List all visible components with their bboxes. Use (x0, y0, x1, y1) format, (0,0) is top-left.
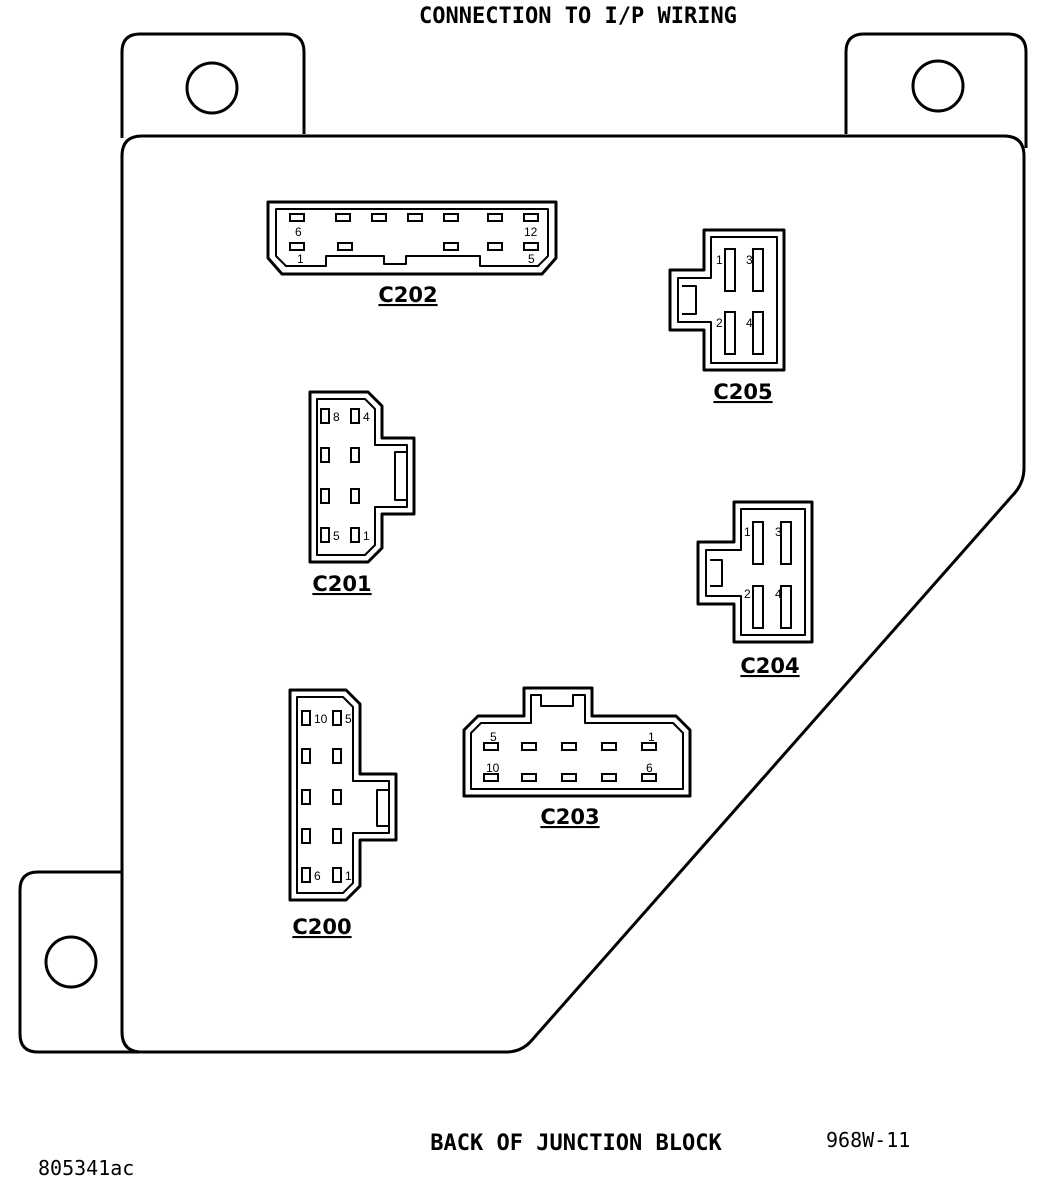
terminal (332, 867, 342, 883)
terminal (371, 213, 387, 222)
mounting-tab-bottom-left (18, 870, 140, 1054)
mounting-hole-icon (911, 59, 965, 113)
mounting-tab-top-left (120, 32, 306, 138)
terminal (443, 242, 459, 251)
terminal (561, 742, 577, 751)
pin-number: 5 (490, 730, 497, 744)
image-id: 805341ac (38, 1156, 134, 1180)
terminal (752, 248, 764, 292)
pin-number: 2 (744, 587, 751, 601)
pin-number: 5 (345, 712, 352, 726)
connector-label: C204 (740, 654, 799, 678)
terminal (641, 773, 657, 782)
pin-number: 6 (646, 761, 653, 775)
terminal (301, 710, 311, 726)
terminal (320, 488, 330, 504)
terminal (443, 213, 459, 222)
terminal (601, 742, 617, 751)
connector-c205: 1 3 2 4 C205 (668, 228, 786, 404)
pin-number: 2 (716, 316, 723, 330)
connector-c204: 1 3 2 4 C204 (696, 500, 814, 678)
pin-number: 1 (744, 525, 751, 539)
terminal (780, 521, 792, 565)
pin-number: 3 (775, 525, 782, 539)
terminal (335, 213, 351, 222)
terminal (752, 521, 764, 565)
terminal (320, 447, 330, 463)
terminal (289, 242, 305, 251)
terminal (752, 311, 764, 355)
header-title: CONNECTION TO I/P WIRING (419, 4, 737, 29)
terminal (641, 742, 657, 751)
connector-label: C201 (312, 572, 371, 596)
connector-label: C203 (540, 805, 599, 829)
pin-number: 4 (775, 587, 782, 601)
connector-c200: 10 5 6 1 C200 (288, 688, 398, 939)
terminal (301, 748, 311, 764)
terminal (289, 213, 305, 222)
pin-number: 5 (528, 252, 535, 266)
pin-number: 1 (297, 252, 304, 266)
junction-block-outline (120, 134, 1026, 1054)
pin-number: 8 (333, 410, 340, 424)
terminal (487, 242, 503, 251)
terminal (483, 773, 499, 782)
terminal (332, 748, 342, 764)
figure-code: 968W-11 (826, 1128, 910, 1152)
terminal (407, 213, 423, 222)
pin-number: 1 (363, 529, 370, 543)
terminal (780, 585, 792, 629)
terminal (337, 242, 353, 251)
connector-c201: 8 4 5 1 C201 (308, 390, 416, 596)
terminal (521, 742, 537, 751)
pin-number: 3 (746, 253, 753, 267)
terminal (350, 447, 360, 463)
mounting-tab-top-right (844, 32, 1028, 148)
pin-number: 1 (648, 730, 655, 744)
pin-number: 4 (363, 410, 370, 424)
pin-number: 1 (716, 253, 723, 267)
connector-label: C202 (378, 283, 437, 307)
terminal (320, 527, 330, 543)
mounting-hole-icon (185, 61, 239, 115)
terminal (301, 789, 311, 805)
terminal (724, 311, 736, 355)
pin-number: 5 (333, 529, 340, 543)
terminal (483, 742, 499, 751)
terminal (523, 213, 539, 222)
terminal (601, 773, 617, 782)
pin-number: 4 (746, 316, 753, 330)
pin-number: 6 (295, 225, 302, 239)
connector-c202: 6 12 1 5 C202 (266, 200, 558, 307)
terminal (724, 248, 736, 292)
terminal (301, 828, 311, 844)
pin-number: 1 (345, 869, 352, 883)
terminal (332, 789, 342, 805)
connector-label: C200 (292, 915, 351, 939)
terminal (301, 867, 311, 883)
mounting-hole-icon (44, 935, 98, 989)
terminal (332, 828, 342, 844)
terminal (350, 488, 360, 504)
terminal (752, 585, 764, 629)
terminal (523, 242, 539, 251)
pin-number: 12 (524, 225, 538, 239)
pin-number: 10 (314, 712, 328, 726)
connector-label: C205 (713, 380, 772, 404)
pin-number: 10 (486, 761, 500, 775)
terminal (487, 213, 503, 222)
terminal (332, 710, 342, 726)
pin-number: 6 (314, 869, 321, 883)
terminal (561, 773, 577, 782)
terminal (350, 408, 360, 424)
terminal (521, 773, 537, 782)
terminal (350, 527, 360, 543)
connector-c203: 5 1 10 6 C203 (462, 686, 692, 829)
terminal (320, 408, 330, 424)
footer-caption: BACK OF JUNCTION BLOCK (430, 1131, 722, 1156)
